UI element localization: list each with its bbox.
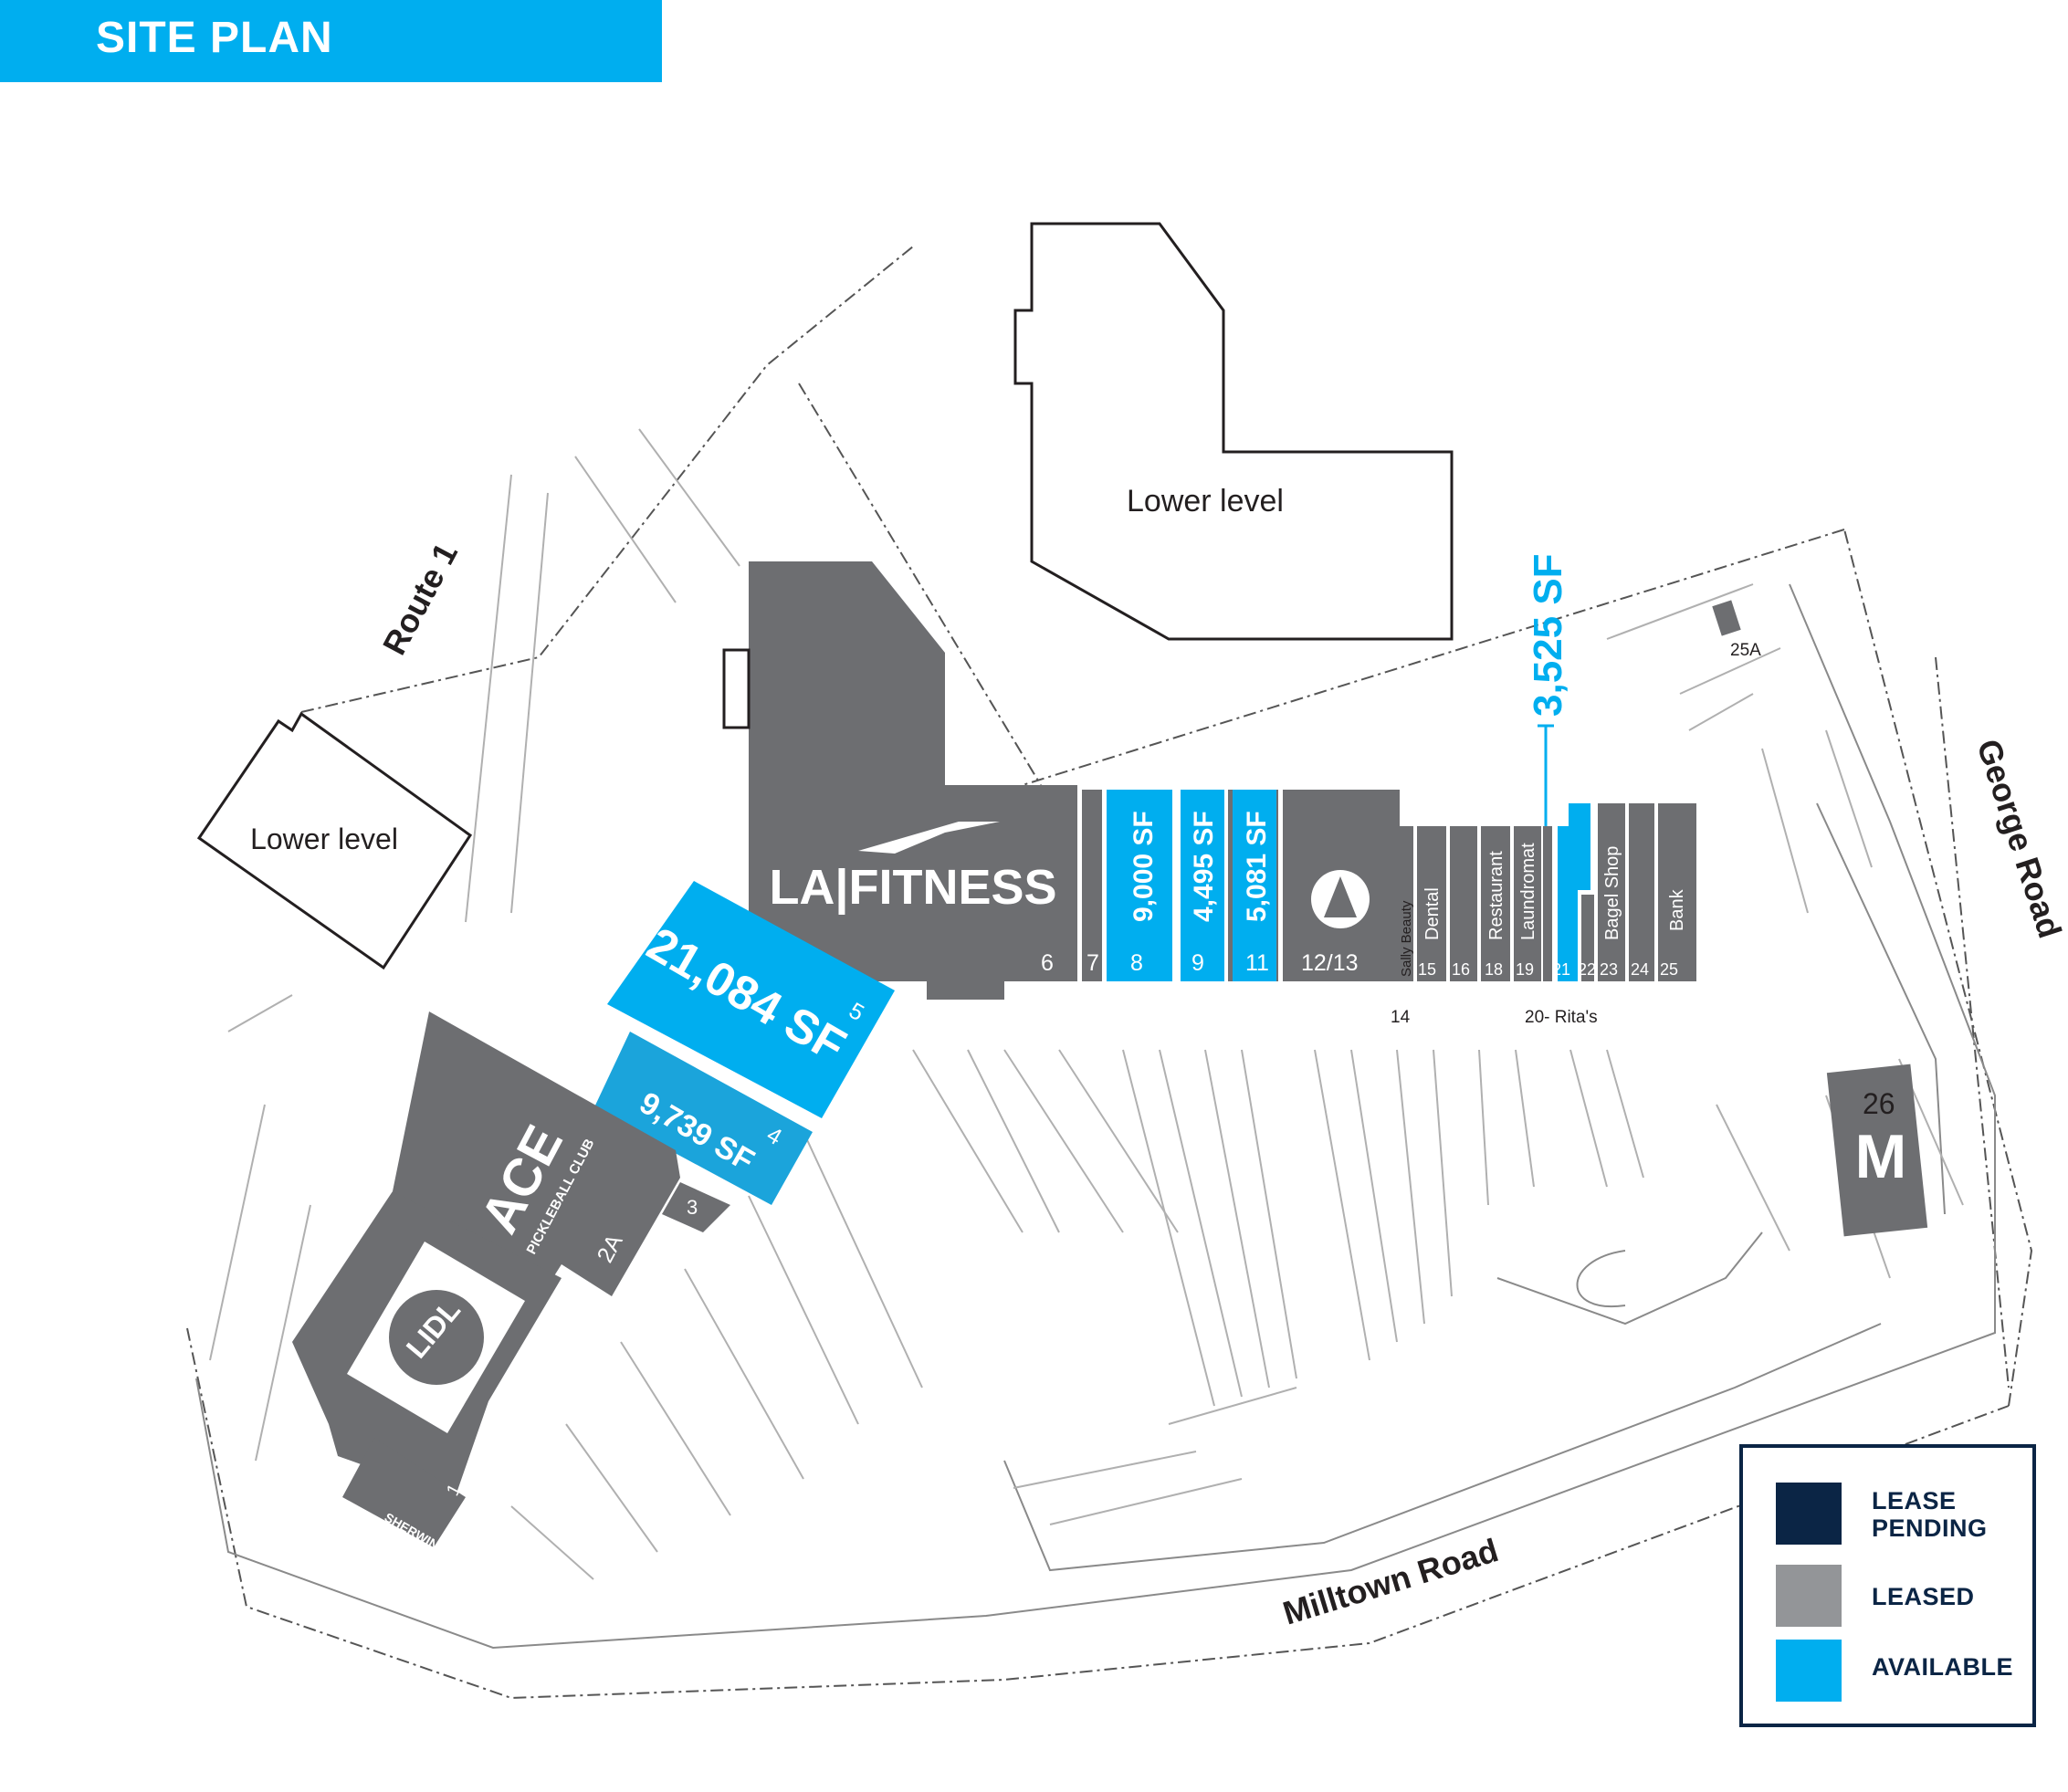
unit-number-22: 22 (1578, 960, 1596, 979)
unit-number-25a: 25A (1730, 641, 1761, 660)
unit-5-available (607, 881, 895, 1118)
road-milltown: Milltown Road (1278, 1531, 1502, 1632)
legend: LEASE PENDING LEASED AVAILABLE (1739, 1444, 2036, 1727)
unit-18 (1481, 826, 1510, 981)
unit-15 (1417, 826, 1446, 981)
legend-swatch-available (1776, 1640, 1842, 1702)
unit-11-sf: 5,081 SF (1242, 811, 1272, 922)
unit-25a (1712, 600, 1741, 636)
la-fitness-swoosh (858, 822, 1000, 854)
unit-20 (1543, 826, 1552, 981)
page-title: SITE PLAN (96, 14, 333, 62)
unit-number-15: 15 (1418, 960, 1436, 979)
unit-26 (1826, 1064, 1928, 1237)
unit-21-available (1558, 803, 1590, 981)
unit-19 (1514, 826, 1541, 981)
unit-number-23: 23 (1600, 960, 1618, 979)
lower-level-building-left (196, 711, 473, 970)
lidl-logo-circle (389, 1290, 484, 1385)
la-fitness-logo: LA|FITNESS (769, 860, 1056, 916)
legend-item-lease-pending: LEASE PENDING (1776, 1483, 2031, 1548)
unit-number-24: 24 (1631, 960, 1649, 979)
unit-22 (1581, 895, 1594, 981)
header-bar: SITE PLAN (0, 0, 662, 82)
unit-number-26: 26 (1863, 1087, 1895, 1120)
unit-23 (1598, 803, 1625, 981)
tree-logo-mark (1324, 876, 1357, 917)
lower-level-label-top: Lower level (1127, 484, 1284, 519)
unit-number-11: 11 (1245, 950, 1269, 976)
legend-item-available: AVAILABLE (1776, 1640, 2031, 1705)
property-lines (186, 246, 2033, 1700)
unit-21-sf: 3,525 SF (1526, 553, 1570, 717)
shop-row (1400, 803, 1696, 981)
unit-25 (1658, 803, 1696, 981)
mcdonalds-logo: M (1855, 1122, 1907, 1191)
unit-7 (1082, 790, 1102, 981)
inline-available-labels: 9,000 SF 4,495 SF 5,081 SF (1128, 811, 1272, 922)
tenant-restaurant: Restaurant (1486, 851, 1506, 940)
unit-24 (1629, 803, 1654, 981)
tenant-dental: Dental (1422, 887, 1443, 940)
unit-number-21: 21 (1552, 960, 1570, 979)
la-fitness-entry (722, 648, 751, 729)
legend-label-available: AVAILABLE (1872, 1653, 2013, 1681)
legend-label-leased: LEASED (1872, 1583, 1975, 1610)
lower-level-building-top (1013, 222, 1454, 641)
unit-number-18: 18 (1485, 960, 1503, 979)
unit-number-6: 6 (1041, 950, 1054, 976)
unit-8-available (1107, 790, 1172, 981)
lower-level-label-left: Lower level (250, 823, 398, 855)
legend-swatch-leased (1776, 1565, 1842, 1627)
unit-number-12-13: 12/13 (1301, 950, 1359, 976)
unit-number-25: 25 (1660, 960, 1678, 979)
unit-number-9: 9 (1191, 950, 1204, 976)
unit-8-sf: 9,000 SF (1128, 811, 1159, 922)
unit-11-available (1233, 790, 1276, 981)
unit-4-available (593, 1032, 813, 1205)
road-route-1: Route 1 (375, 537, 465, 661)
unit-number-20: 20- Rita's (1525, 1008, 1598, 1027)
unit-16 (1450, 826, 1477, 981)
tenant-labels: Sally Beauty Dental Restaurant Laundroma… (1399, 843, 1687, 977)
unit-1-sherwin (342, 1438, 466, 1547)
road-george: George Road (1969, 735, 2068, 943)
unit-number-2b: 2B (530, 1336, 566, 1372)
tenant-bagel-shop: Bagel Shop (1602, 846, 1622, 940)
tenant-sally-beauty: Sally Beauty (1399, 900, 1414, 977)
unit-number-19: 19 (1516, 960, 1534, 979)
unit-number-14: 14 (1391, 1008, 1411, 1027)
unit-number-7: 7 (1086, 950, 1099, 976)
unit-numbers-outside: 14 20- Rita's 25A (1391, 641, 1761, 1027)
unit-numbers: 6 7 8 9 11 12/13 15 16 18 19 21 22 23 24… (443, 950, 1895, 1499)
unit-number-16: 16 (1452, 960, 1470, 979)
unit-number-8: 8 (1130, 950, 1143, 976)
unit-9-available (1181, 790, 1224, 981)
la-fitness-building (749, 561, 1077, 1000)
parking-lot (195, 583, 1996, 1650)
unit-14 (1400, 826, 1413, 981)
unit-number-3: 3 (687, 1196, 698, 1219)
legend-item-leased: LEASED (1776, 1565, 2031, 1630)
legend-swatch-lease-pending (1776, 1483, 1842, 1545)
legend-label-lease-pending: LEASE PENDING (1872, 1487, 1988, 1542)
unit-3 (662, 1182, 730, 1232)
tenant-bank: Bank (1667, 888, 1687, 931)
unit-9-sf: 4,495 SF (1189, 811, 1219, 922)
tenant-laundromat: Laundromat (1518, 843, 1538, 940)
